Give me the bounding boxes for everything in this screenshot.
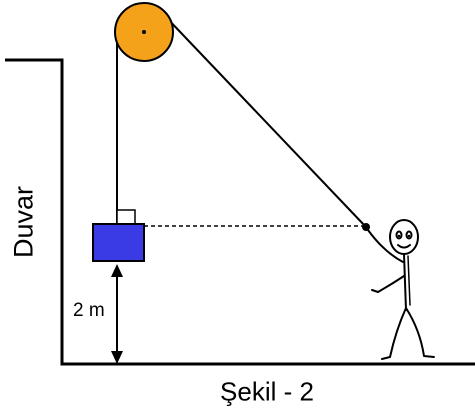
block (92, 223, 145, 262)
block-hook (116, 209, 136, 225)
wall-label: Duvar (8, 185, 39, 259)
figure-caption: Şekil - 2 (220, 376, 314, 407)
rope-diagonal (163, 14, 367, 228)
stick-figure-man (367, 219, 435, 360)
height-arrow (111, 264, 123, 364)
pulley-axle (142, 30, 146, 34)
wall-outline (5, 58, 475, 366)
height-label: 2 m (73, 300, 105, 321)
